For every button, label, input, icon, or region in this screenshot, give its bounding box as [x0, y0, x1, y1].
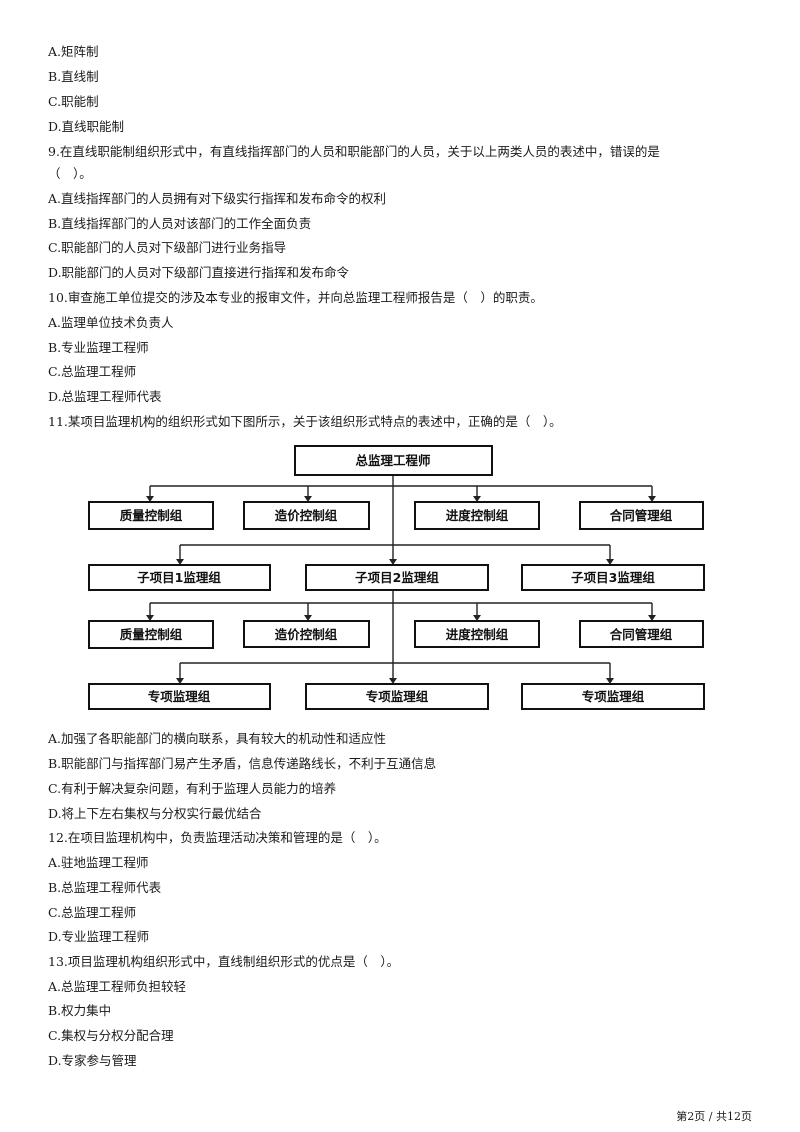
- q9-option-c: C.职能部门的人员对下级部门进行业务指导: [48, 240, 287, 255]
- q11-option-b: B.职能部门与指挥部门易产生矛盾，信息传递路线长，不利于互通信息: [48, 756, 437, 771]
- q13-option-d: D.专家参与管理: [48, 1053, 137, 1068]
- q8-option-d: D.直线职能制: [48, 119, 125, 134]
- org-r2-contract: 合同管理组: [610, 627, 673, 642]
- org-r2-quality: 质量控制组: [120, 627, 183, 642]
- q12-option-b: B.总监理工程师代表: [48, 880, 162, 895]
- org-special-1: 专项监理组: [148, 689, 211, 704]
- q12-option-a: A.驻地监理工程师: [48, 855, 149, 870]
- org-r1-cost: 造价控制组: [275, 508, 338, 523]
- q11-option-a: A.加强了各职能部门的横向联系，具有较大的机动性和适应性: [48, 731, 387, 746]
- q9-option-a: A.直线指挥部门的人员拥有对下级实行指挥和发布命令的权利: [48, 191, 387, 206]
- q13-option-b: B.权力集中: [48, 1003, 112, 1018]
- q13-option-c: C.集权与分权分配合理: [48, 1028, 174, 1043]
- org-top-box: 总监理工程师: [355, 453, 431, 468]
- org-special-3: 专项监理组: [582, 689, 645, 704]
- org-sub2: 子项目2监理组: [355, 570, 439, 585]
- org-sub3: 子项目3监理组: [571, 570, 655, 585]
- q9-stem-cont: （ ）。: [48, 166, 92, 181]
- q8-option-a: A.矩阵制: [48, 44, 99, 59]
- q11-stem: 11.某项目监理机构的组织形式如下图所示，关于该组织形式特点的表述中，正确的是（…: [48, 414, 562, 429]
- q9-stem: 9.在直线职能制组织形式中，有直线指挥部门的人员和职能部门的人员，关于以上两类人…: [48, 144, 660, 159]
- q10-stem: 10.审查施工单位提交的涉及本专业的报审文件，并向总监理工程师报告是（ ）的职责…: [48, 290, 543, 305]
- org-special-2: 专项监理组: [366, 689, 429, 704]
- q10-option-c: C.总监理工程师: [48, 364, 137, 379]
- q11-option-d: D.将上下左右集权与分权实行最优结合: [48, 806, 262, 821]
- q8-option-c: C.职能制: [48, 94, 99, 109]
- org-r1-quality: 质量控制组: [120, 508, 183, 523]
- org-r2-cost: 造价控制组: [275, 627, 338, 642]
- q9-option-b: B.直线指挥部门的人员对该部门的工作全面负责: [48, 216, 312, 231]
- org-r1-progress: 进度控制组: [446, 508, 509, 523]
- org-r1-contract: 合同管理组: [610, 508, 673, 523]
- q13-stem: 13.项目监理机构组织形式中，直线制组织形式的优点是（ ）。: [48, 954, 400, 969]
- q9-option-d: D.职能部门的人员对下级部门直接进行指挥和发布命令: [48, 265, 350, 280]
- q12-option-d: D.专业监理工程师: [48, 929, 150, 944]
- q10-option-a: A.监理单位技术负责人: [48, 315, 174, 330]
- q12-stem: 12.在项目监理机构中，负责监理活动决策和管理的是（ ）。: [48, 830, 387, 845]
- q8-option-b: B.直线制: [48, 69, 99, 84]
- q10-option-b: B.专业监理工程师: [48, 340, 149, 355]
- org-sub1: 子项目1监理组: [137, 570, 221, 585]
- q11-option-c: C.有利于解决复杂问题，有利于监理人员能力的培养: [48, 781, 337, 796]
- q12-option-c: C.总监理工程师: [48, 905, 137, 920]
- page-number: 第2页 / 共12页: [676, 1110, 752, 1123]
- q10-option-d: D.总监理工程师代表: [48, 389, 162, 404]
- q13-option-a: A.总监理工程师负担较轻: [48, 979, 187, 994]
- org-r2-progress: 进度控制组: [446, 627, 509, 642]
